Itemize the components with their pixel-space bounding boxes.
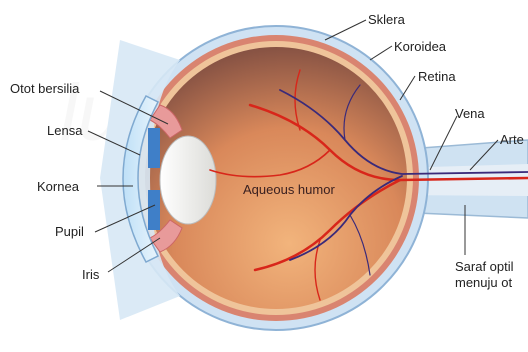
label-iris: Iris xyxy=(82,267,99,282)
label-pupil: Pupil xyxy=(55,224,84,239)
lens xyxy=(160,136,216,224)
label-arteri: Arte xyxy=(500,132,524,147)
label-otot-bersilia: Otot bersilia xyxy=(10,81,79,96)
label-aqueous-humor: Aqueous humor xyxy=(243,182,335,197)
label-kornea: Kornea xyxy=(37,179,79,194)
label-sklera: Sklera xyxy=(368,12,405,27)
label-lensa: Lensa xyxy=(47,123,82,138)
label-saraf-optik-line2: menuju ot xyxy=(455,275,512,290)
label-retina: Retina xyxy=(418,69,456,84)
label-koroidea: Koroidea xyxy=(394,39,446,54)
label-vena: Vena xyxy=(455,106,485,121)
label-saraf-optik-line1: Saraf optil xyxy=(455,259,514,274)
